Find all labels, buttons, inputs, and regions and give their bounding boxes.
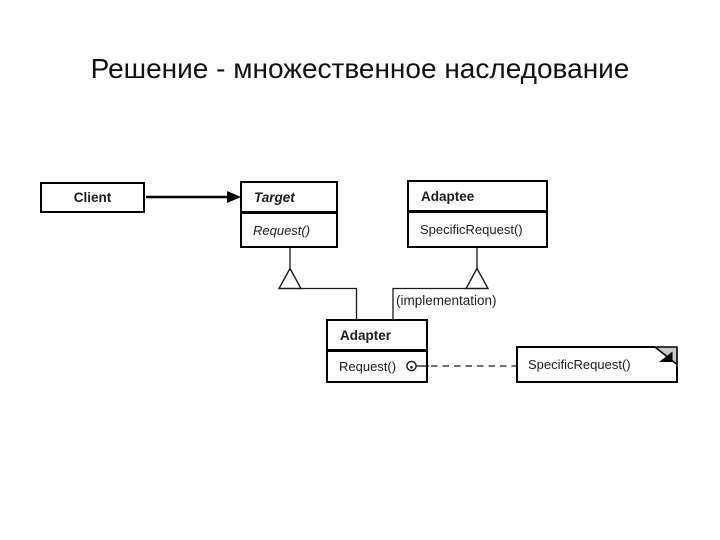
note-text: SpecificRequest() — [528, 357, 631, 372]
inheritance-triangle-icon — [277, 267, 303, 290]
class-box-client: Client — [40, 182, 145, 213]
inheritance-adaptee-connector — [392, 248, 490, 319]
inheritance-target-connector — [277, 248, 358, 319]
class-box-adapter: Adapter Request() — [326, 319, 428, 383]
class-method-adaptee-specificrequest: SpecificRequest() — [420, 222, 523, 237]
class-name-adapter: Adapter — [328, 321, 426, 352]
slide-title: Решение - множественное наследование — [90, 53, 630, 84]
class-name-client: Client — [73, 190, 112, 205]
class-name-target: Target — [242, 183, 336, 214]
note-box-implementation: SpecificRequest() — [516, 346, 678, 383]
implementation-label: (implementation) — [396, 293, 497, 308]
class-method-adapter-request: Request() — [339, 359, 397, 374]
class-box-adaptee: Adaptee SpecificRequest() — [407, 180, 548, 248]
inheritance-triangle-icon — [464, 267, 490, 290]
class-method-target-request: Request() — [253, 222, 311, 238]
class-box-target: Target Request() — [240, 181, 338, 248]
class-name-adaptee: Adaptee — [409, 182, 546, 213]
association-arrow-icon — [146, 191, 241, 203]
